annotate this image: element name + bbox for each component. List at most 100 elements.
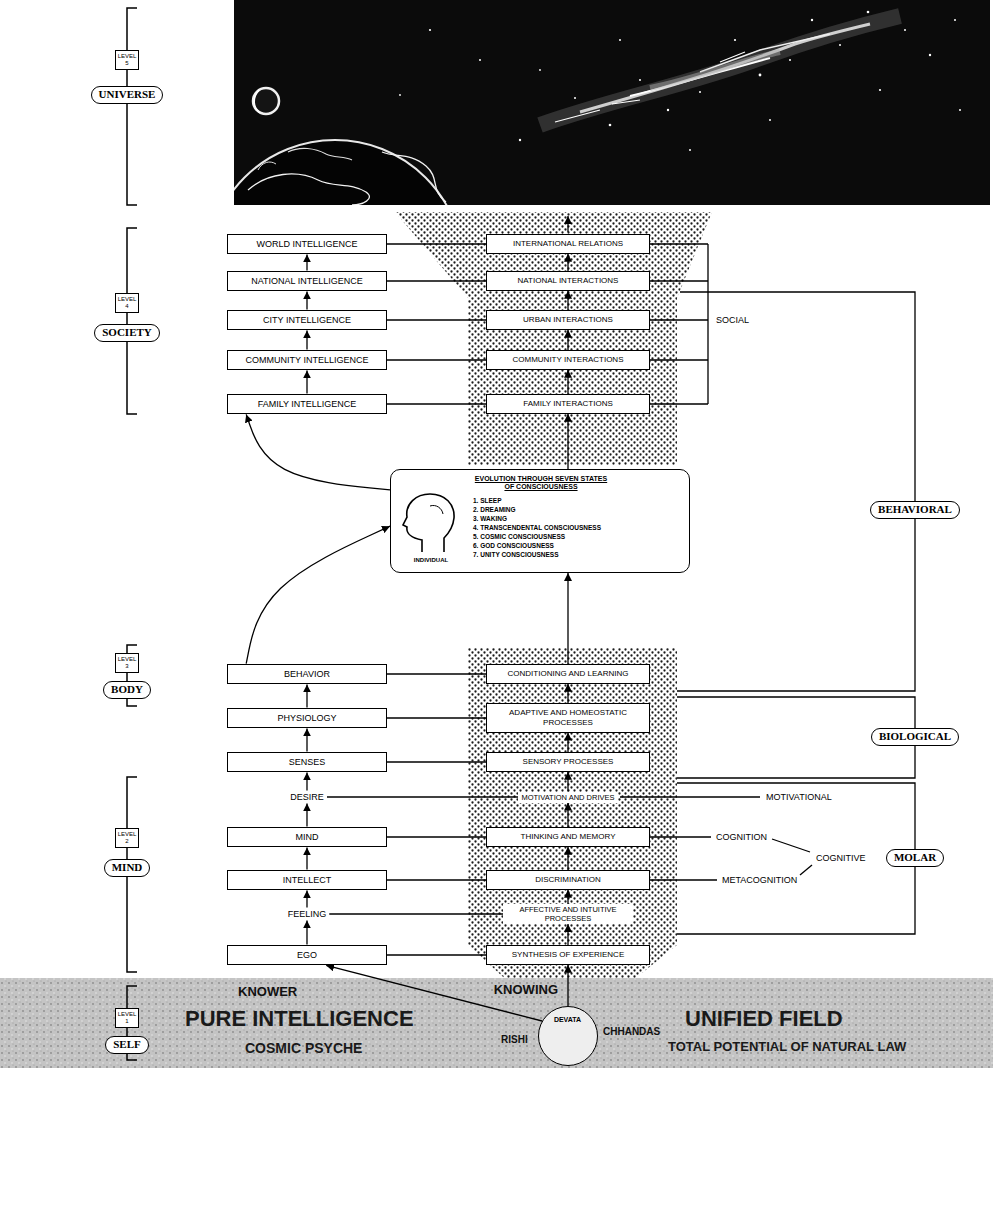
node-text: LEVEL 4 bbox=[116, 296, 138, 309]
head-icon bbox=[400, 492, 460, 554]
node-text: LEVEL 3 bbox=[116, 656, 138, 669]
node-text: PURE INTELLIGENCE bbox=[185, 1006, 414, 1031]
flow-arrow bbox=[306, 291, 307, 309]
annotation-label: COGNITIVE bbox=[816, 853, 866, 864]
node-text: INTELLECT bbox=[232, 875, 382, 886]
node-text: AFFECTIVE AND INTUITIVE PROCESSES bbox=[506, 905, 630, 923]
flow-arrow bbox=[567, 573, 568, 664]
link-line bbox=[387, 359, 486, 360]
faculty-box: PHYSIOLOGY bbox=[227, 708, 387, 729]
source-circle: DEVATARISHICHHANDAS bbox=[538, 1006, 598, 1066]
node-text: 2. DREAMING bbox=[473, 506, 516, 513]
annotation-label: COGNITION bbox=[716, 832, 767, 843]
category-bracket bbox=[620, 244, 915, 934]
level-box: LEVEL 2 bbox=[115, 828, 139, 847]
flow-arrow bbox=[306, 330, 307, 349]
node-text: 6. GOD CONSCIOUSNESS bbox=[473, 542, 554, 549]
flow-arrow bbox=[567, 965, 568, 1006]
annotation-label: SOCIAL bbox=[716, 315, 749, 326]
edge-label: KNOWER bbox=[238, 984, 297, 1000]
node-text: BEHAVIOR bbox=[232, 669, 382, 680]
process-box: FAMILY INTERACTIONS bbox=[486, 394, 650, 414]
node-text: PHYSIOLOGY bbox=[232, 713, 382, 724]
link-line bbox=[387, 319, 486, 320]
node-text: LEVEL 2 bbox=[116, 831, 138, 844]
node-text: COMMUNITY INTERACTIONS bbox=[491, 355, 645, 365]
level-pill: BODY bbox=[103, 681, 151, 699]
node-text: EVOLUTION THROUGH SEVEN STATES OF CONSCI… bbox=[471, 475, 611, 492]
flow-arrow bbox=[306, 890, 307, 907]
faculty-box: CITY INTELLIGENCE bbox=[227, 310, 387, 331]
stipple-band bbox=[395, 212, 712, 465]
node-text: THINKING AND MEMORY bbox=[491, 832, 645, 842]
node-text: COSMIC PSYCHE bbox=[245, 1040, 362, 1056]
process-box: URBAN INTERACTIONS bbox=[486, 310, 650, 330]
flow-arrow bbox=[306, 728, 307, 751]
edge-label: KNOWING bbox=[494, 982, 558, 998]
faculty-box: BEHAVIOR bbox=[227, 664, 387, 685]
node-text: MOLAR bbox=[894, 851, 936, 865]
node-text: SENSORY PROCESSES bbox=[491, 757, 645, 767]
node-text: COMMUNITY INTELLIGENCE bbox=[232, 355, 382, 366]
link-line bbox=[387, 954, 486, 955]
flow-arrow bbox=[306, 254, 307, 270]
process-box: SENSORY PROCESSES bbox=[486, 752, 650, 772]
node-text: FAMILY INTERACTIONS bbox=[491, 399, 645, 409]
process-box: ADAPTIVE AND HOMEOSTATIC PROCESSES bbox=[486, 703, 650, 732]
node-text: URBAN INTERACTIONS bbox=[491, 315, 645, 325]
flow-arrow bbox=[567, 924, 568, 945]
link-line bbox=[387, 836, 486, 837]
flow-arrow bbox=[246, 414, 390, 489]
node-text: DESIRE bbox=[290, 792, 324, 803]
node-text: WORLD INTELLIGENCE bbox=[232, 239, 382, 250]
node-text: MOTIVATION AND DRIVES bbox=[521, 793, 614, 802]
node-text: FAMILY INTELLIGENCE bbox=[232, 399, 382, 410]
node-text: ADAPTIVE AND HOMEOSTATIC PROCESSES bbox=[491, 708, 645, 727]
link-line bbox=[387, 673, 486, 674]
process-box: NATIONAL INTERACTIONS bbox=[486, 271, 650, 291]
level-bracket bbox=[127, 8, 137, 972]
flow-arrow bbox=[306, 772, 307, 790]
node-text: MIND bbox=[232, 832, 382, 843]
link-line bbox=[387, 403, 486, 404]
node-text: CHHANDAS bbox=[603, 1026, 660, 1038]
process-text: AFFECTIVE AND INTUITIVE PROCESSES bbox=[503, 904, 633, 924]
level-box: LEVEL 5 bbox=[115, 50, 139, 69]
link-line bbox=[387, 879, 486, 880]
flow-arrow bbox=[567, 414, 568, 469]
flow-arrow bbox=[567, 291, 568, 310]
process-box: THINKING AND MEMORY bbox=[486, 827, 650, 847]
stipple-band bbox=[468, 648, 677, 1005]
link-line bbox=[387, 717, 486, 718]
node-text: INTERNATIONAL RELATIONS bbox=[491, 239, 645, 249]
node-text: FEELING bbox=[288, 909, 327, 920]
flow-arrow bbox=[246, 526, 390, 663]
node-text: EGO bbox=[232, 950, 382, 961]
node-text: UNIVERSE bbox=[99, 88, 156, 102]
level-pill: MIND bbox=[104, 859, 151, 877]
node-text: NATIONAL INTELLIGENCE bbox=[232, 276, 382, 287]
flow-arrow bbox=[306, 920, 307, 944]
rising-arrow bbox=[567, 216, 568, 232]
flow-arrow bbox=[306, 803, 307, 826]
node-text: 5. COSMIC CONSCIOUSNESS bbox=[473, 533, 565, 540]
level-box: LEVEL 3 bbox=[115, 653, 139, 672]
process-box: DISCRIMINATION bbox=[486, 870, 650, 890]
faculty-box: SENSES bbox=[227, 752, 387, 773]
process-box: SYNTHESIS OF EXPERIENCE bbox=[486, 945, 650, 965]
node-text: LEVEL 5 bbox=[116, 53, 138, 66]
node-text: BIOLOGICAL bbox=[879, 730, 951, 744]
level-pill: SOCIETY bbox=[94, 324, 160, 342]
faculty-box: EGO bbox=[227, 945, 387, 966]
category-pill: BIOLOGICAL bbox=[871, 728, 959, 746]
node-text: LEVEL 1 bbox=[116, 1011, 138, 1024]
node-text: RISHI bbox=[501, 1034, 528, 1046]
node-text: SYNTHESIS OF EXPERIENCE bbox=[491, 950, 645, 960]
link-line bbox=[387, 243, 486, 244]
node-text: 1. SLEEP bbox=[473, 497, 502, 504]
flow-arrow bbox=[306, 370, 307, 393]
node-text: SOCIETY bbox=[102, 326, 152, 340]
node-text: BEHAVIORAL bbox=[878, 503, 952, 517]
faculty-box: MIND bbox=[227, 827, 387, 848]
